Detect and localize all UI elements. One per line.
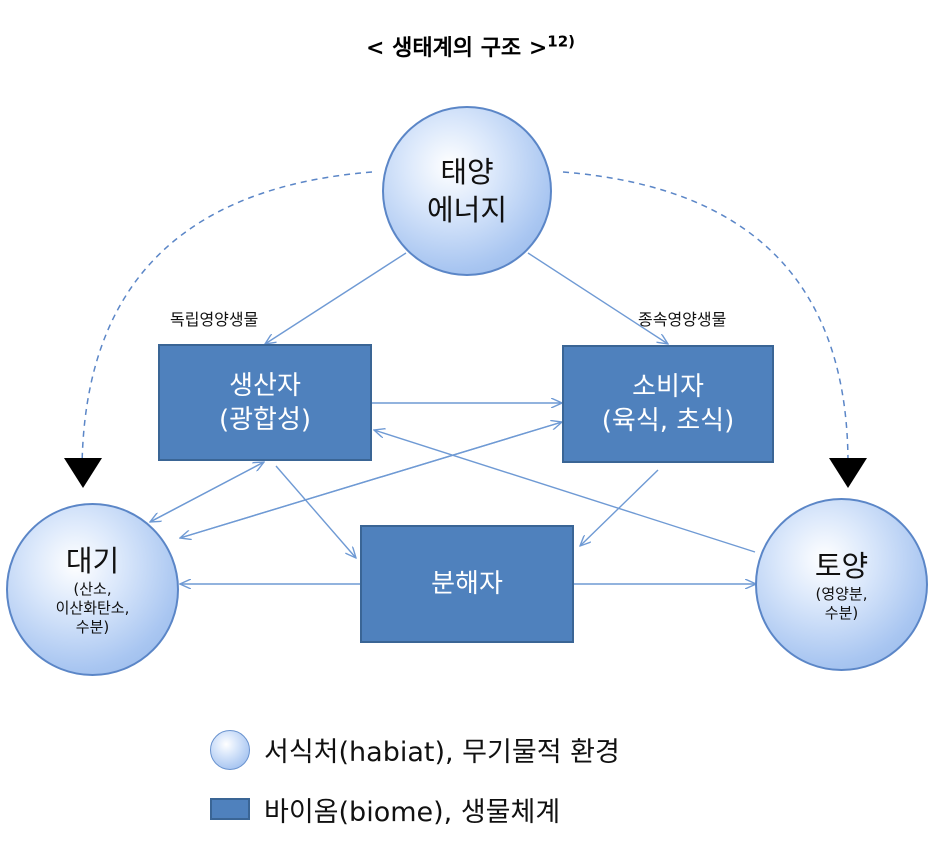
- producer-label-line1: 생산자: [229, 370, 301, 401]
- sun-label-line2: 에너지: [426, 193, 508, 227]
- autotroph-label: 독립영양생물: [170, 310, 259, 329]
- decomposer-node: 분해자: [360, 525, 574, 643]
- consumer-node: 소비자 (육식, 초식): [562, 345, 774, 463]
- atmosphere-detail-3: 수분): [75, 618, 110, 636]
- soil-detail-1: (영양분,: [815, 584, 868, 603]
- legend-biome-text: 바이옴(biome), 생물체계: [264, 797, 561, 828]
- arrow-atmosphere-to-producer: [149, 462, 264, 523]
- title-text: < 생태계의 구조 >: [365, 35, 548, 61]
- heterotroph-label: 종속영양생물: [638, 310, 727, 329]
- arrow-atmosphere-to-consumer: [179, 422, 562, 539]
- arrow-producer-to-decomposer: [275, 465, 356, 558]
- legend-habitat-icon: [210, 730, 250, 770]
- consumer-label-line2: (육식, 초식): [601, 406, 735, 436]
- decomposer-label: 분해자: [431, 569, 503, 599]
- sun-energy-node: 태양 에너지: [382, 106, 552, 276]
- arrow-consumer-to-decomposer: [580, 469, 659, 546]
- atmosphere-name: 대기: [65, 544, 120, 578]
- arrowhead-soil: [829, 458, 867, 488]
- soil-detail-2: 수분): [824, 603, 859, 622]
- dashed-arc-sun-to-soil: [562, 171, 849, 469]
- arrow-sun-to-producer: [265, 252, 407, 344]
- producer-label-line2: (광합성): [218, 404, 312, 435]
- atmosphere-detail-2: 이산화탄소,: [55, 599, 130, 617]
- legend-biome-icon: [210, 798, 250, 820]
- arrow-sun-to-consumer: [527, 252, 668, 344]
- page-title: < 생태계의 구조 >12): [0, 30, 941, 62]
- legend-habitat-text: 서식처(habiat), 무기물적 환경: [264, 737, 620, 768]
- consumer-label-line1: 소비자: [632, 372, 704, 402]
- arrow-soil-to-producer: [374, 430, 756, 553]
- soil-name: 토양: [814, 548, 869, 583]
- producer-node: 생산자 (광합성): [158, 344, 372, 461]
- atmosphere-detail-1: (산소,: [73, 580, 112, 598]
- sun-label-line1: 태양: [440, 155, 494, 189]
- atmosphere-node: 대기 (산소, 이산화탄소, 수분): [6, 503, 179, 676]
- arrowhead-atmosphere: [64, 458, 102, 488]
- title-footnote: 12): [547, 32, 576, 51]
- soil-node: 토양 (영양분, 수분): [755, 498, 928, 671]
